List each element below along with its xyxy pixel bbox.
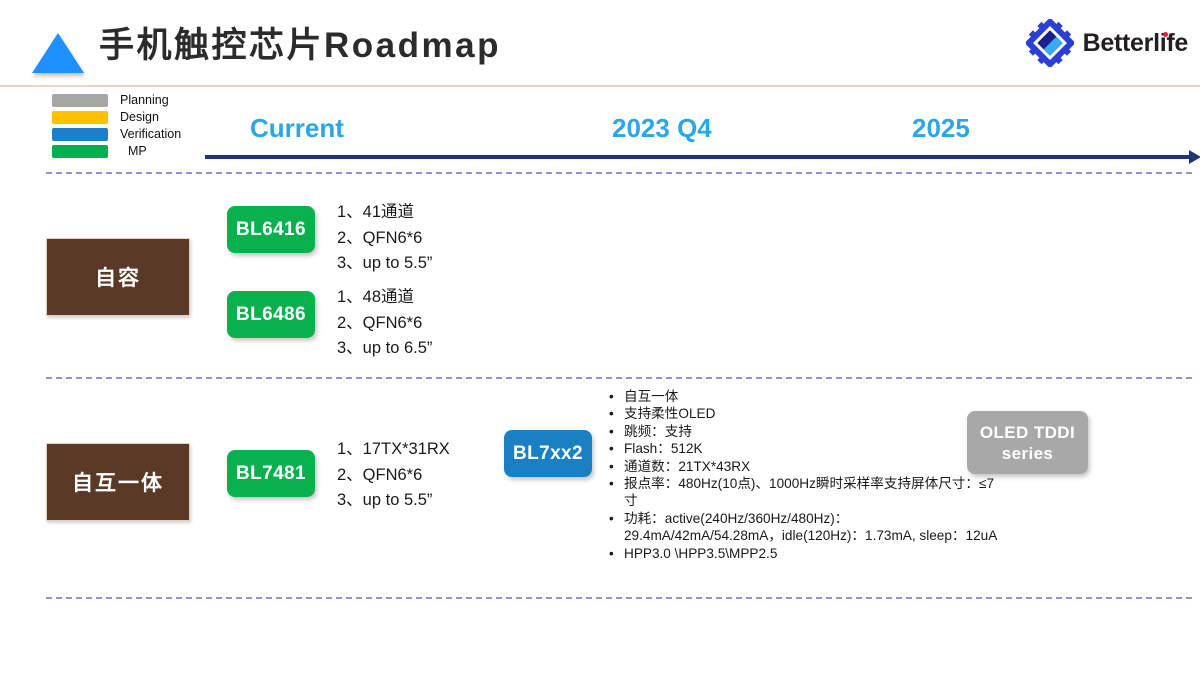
timeline-label-2023q4: 2023 Q4 bbox=[612, 113, 712, 143]
legend-swatch-planning bbox=[52, 94, 108, 107]
legend-item-planning: Planning bbox=[52, 92, 252, 109]
legend-swatch-mp bbox=[52, 145, 108, 158]
specs-bl6416: 1、41通道 2、QFN6*6 3、up to 5.5” bbox=[337, 200, 432, 277]
bullet-item: 功耗：active(240Hz/360Hz/480Hz)：29.4mA/42mA… bbox=[609, 510, 998, 545]
chip-bl6486[interactable]: BL6486 bbox=[227, 291, 315, 338]
bullet-item: HPP3.0 \HPP3.5\MPP2.5 bbox=[609, 545, 998, 563]
chip-bl7481[interactable]: BL7481 bbox=[227, 450, 315, 497]
spec-line: 3、up to 6.5” bbox=[337, 339, 433, 357]
betterlife-diamond-logo-icon bbox=[1024, 17, 1076, 69]
page-title: 手机触控芯片Roadmap bbox=[99, 26, 501, 65]
bullet-item: Flash：512K bbox=[609, 440, 998, 458]
separator-middle bbox=[46, 377, 1192, 379]
brand-logo: Betterlife bbox=[1024, 17, 1189, 69]
bullet-item: 通道数：21TX*43RX bbox=[609, 458, 998, 476]
chip-bl7xx2[interactable]: BL7xx2 bbox=[504, 430, 592, 477]
slide-header: 手机触控芯片Roadmap bbox=[0, 0, 1200, 87]
header-divider bbox=[0, 85, 1200, 87]
category-box-self-capacitance: 自容 bbox=[46, 238, 190, 316]
spec-line: 1、41通道 bbox=[337, 203, 415, 221]
triangle-icon bbox=[32, 33, 84, 73]
legend-item-design: Design bbox=[52, 109, 252, 126]
legend-label-planning: Planning bbox=[120, 93, 169, 107]
spec-line: 1、48通道 bbox=[337, 288, 415, 306]
spec-line: 1、17TX*31RX bbox=[337, 440, 450, 458]
chip-oled-tddi-series[interactable]: OLED TDDI series bbox=[967, 411, 1088, 474]
logo-text: Betterlife bbox=[1082, 28, 1189, 58]
bullet-item: 报点率：480Hz(10点)、1000Hz瞬时采样率支持屏体尺寸：≤7寸 bbox=[609, 475, 998, 510]
legend-label-mp: MP bbox=[128, 144, 147, 158]
spec-line: 3、up to 5.5” bbox=[337, 254, 433, 272]
spec-line: 2、QFN6*6 bbox=[337, 313, 423, 332]
specs-bl7xx2-bullets: 自互一体 支持柔性OLED 跳频：支持 Flash：512K 通道数：21TX*… bbox=[608, 388, 998, 562]
legend-item-verification: Verification bbox=[52, 126, 252, 143]
spec-line: 2、QFN6*6 bbox=[337, 228, 423, 247]
bullet-item: 支持柔性OLED bbox=[609, 405, 998, 423]
legend-item-mp: MP bbox=[52, 143, 252, 160]
timeline-label-2025: 2025 bbox=[912, 113, 970, 143]
chip-oled-tddi-line2: series bbox=[1001, 443, 1054, 463]
category-box-self-mutual: 自互一体 bbox=[46, 443, 190, 521]
spec-line: 2、QFN6*6 bbox=[337, 465, 423, 484]
separator-top bbox=[46, 172, 1192, 174]
logo-accent-dot-icon bbox=[1163, 31, 1168, 37]
legend-label-design: Design bbox=[120, 110, 159, 124]
status-legend: Planning Design Verification MP bbox=[52, 92, 252, 160]
separator-bottom bbox=[46, 597, 1192, 599]
timeline-arrow-axis bbox=[205, 150, 1200, 164]
bullet-item: 自互一体 bbox=[609, 388, 998, 406]
specs-bl6486: 1、48通道 2、QFN6*6 3、up to 6.5” bbox=[337, 285, 432, 362]
legend-swatch-design bbox=[52, 111, 108, 124]
spec-line: 3、up to 5.5” bbox=[337, 491, 433, 509]
logo-label: Betterlife bbox=[1082, 28, 1189, 57]
chip-bl6416[interactable]: BL6416 bbox=[227, 206, 315, 253]
timeline-label-current: Current bbox=[250, 113, 344, 143]
chip-oled-tddi-line1: OLED TDDI bbox=[979, 422, 1076, 442]
legend-label-verification: Verification bbox=[120, 127, 182, 141]
specs-bl7481: 1、17TX*31RX 2、QFN6*6 3、up to 5.5” bbox=[337, 437, 450, 514]
bullet-item: 跳频：支持 bbox=[609, 423, 998, 441]
legend-swatch-verification bbox=[52, 128, 108, 141]
